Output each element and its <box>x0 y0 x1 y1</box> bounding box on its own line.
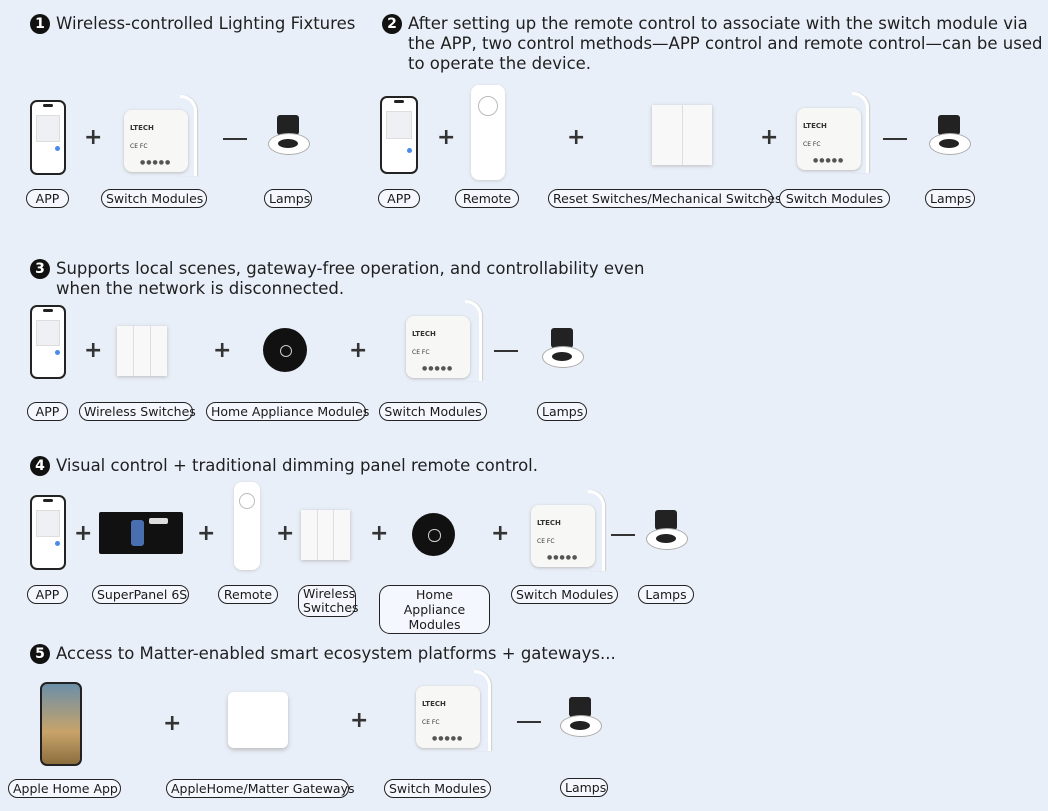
connector-line <box>883 138 907 140</box>
number-badge: 2 <box>382 14 402 34</box>
lamp-image <box>537 328 587 376</box>
plus-icon: + <box>349 338 368 363</box>
mechanical-switch-image <box>652 105 712 165</box>
label-switch-modules: Switch Modules <box>384 779 491 798</box>
number-badge: 1 <box>30 14 50 34</box>
plus-icon: + <box>370 521 389 546</box>
wireless-switch-image <box>117 326 167 376</box>
label-app: APP <box>27 585 68 604</box>
connector-line <box>517 721 541 723</box>
module-wire <box>588 490 605 571</box>
connector-line <box>223 138 247 140</box>
remote-image <box>471 85 505 180</box>
plus-icon: + <box>213 338 232 363</box>
module-wire <box>474 670 491 751</box>
plus-icon: + <box>84 125 103 150</box>
plus-icon: + <box>84 338 103 363</box>
connector-line <box>611 534 635 536</box>
plus-icon: + <box>197 521 216 546</box>
label-superpanel: SuperPanel 6S <box>92 585 189 604</box>
label-home-appliance-modules: Home Appliance Modules <box>379 585 490 634</box>
home-appliance-module-image <box>263 328 307 372</box>
label-app: APP <box>27 402 68 421</box>
plus-icon: + <box>491 521 510 546</box>
label-lamps: Lamps <box>925 189 975 208</box>
plus-icon: + <box>276 521 295 546</box>
label-switch-modules: Switch Modules <box>379 402 487 421</box>
app-phone-image <box>380 96 418 174</box>
label-matter-gateways: AppleHome/Matter Gateways <box>166 779 355 798</box>
plus-icon: + <box>163 711 182 736</box>
connector-line <box>494 350 518 352</box>
label-switch-modules: Switch Modules <box>511 585 618 604</box>
lamp-image <box>263 115 313 163</box>
apple-home-phone-image <box>40 682 82 766</box>
number-badge: 4 <box>30 456 50 476</box>
module-wire <box>465 300 482 381</box>
plus-icon: + <box>437 125 456 150</box>
label-lamps: Lamps <box>638 585 694 604</box>
wireless-switch-image <box>301 510 350 560</box>
label-app: APP <box>26 189 69 208</box>
label-wireless-switches: Wireless Switches <box>79 402 196 421</box>
lamp-image <box>641 510 691 558</box>
remote-image <box>234 482 260 570</box>
module-wire <box>180 95 197 176</box>
matter-gateway-image <box>228 692 288 748</box>
plus-icon: + <box>567 125 586 150</box>
app-phone-image <box>30 305 66 379</box>
label-wireless-switches: Wireless Switches <box>298 585 359 617</box>
plus-icon: + <box>760 125 779 150</box>
label-apple-home-app: Apple Home App <box>8 779 121 798</box>
label-home-appliance-modules: Home Appliance Modules <box>206 402 369 421</box>
plus-icon: + <box>74 521 93 546</box>
plus-icon: + <box>350 708 369 733</box>
module-wire <box>852 92 869 173</box>
label-lamps: Lamps <box>537 402 587 421</box>
label-lamps: Lamps <box>560 778 608 797</box>
label-app: APP <box>378 189 420 208</box>
app-phone-image <box>30 100 66 175</box>
label-remote: Remote <box>455 189 519 208</box>
number-badge: 3 <box>30 259 50 279</box>
label-lamps: Lamps <box>264 189 312 208</box>
app-phone-image <box>30 495 66 570</box>
home-appliance-module-image <box>412 513 455 556</box>
number-badge: 5 <box>30 644 50 664</box>
superpanel-image <box>99 512 183 554</box>
label-switch-modules: Switch Modules <box>101 189 207 208</box>
lamp-image <box>924 115 974 163</box>
label-remote: Remote <box>218 585 278 604</box>
label-switch-modules: Switch Modules <box>779 189 890 208</box>
lamp-image <box>555 697 605 745</box>
label-reset-switches: Reset Switches/Mechanical Switches <box>548 189 781 208</box>
